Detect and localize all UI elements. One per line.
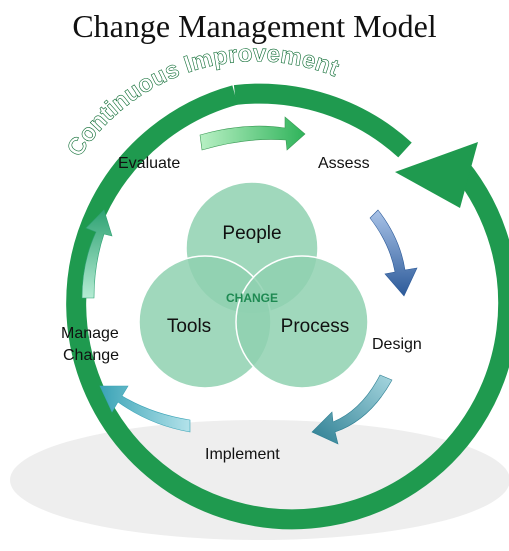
venn-people-label: People — [222, 223, 281, 244]
cycle-arrows — [81, 116, 418, 445]
venn-process-label: Process — [281, 316, 350, 337]
ring-arrowhead-icon — [395, 142, 478, 208]
arrow-design-to-implement-icon — [311, 374, 393, 445]
step-assess-label: Assess — [318, 155, 370, 172]
step-design-label: Design — [372, 336, 422, 353]
step-implement-label: Implement — [205, 446, 280, 463]
arrow-implement-to-manage-icon — [99, 385, 191, 433]
diagram-title: Change Management Model — [72, 8, 437, 44]
step-evaluate-label: Evaluate — [118, 155, 180, 172]
venn-circle-process — [235, 255, 369, 389]
ring-arc — [66, 85, 509, 530]
step-manage-change-label-line2: Change — [63, 347, 119, 364]
venn-tools-label: Tools — [167, 316, 211, 337]
venn-center-label: CHANGE — [226, 291, 278, 305]
ring-arc-top — [233, 83, 412, 158]
venn-diagram: People Tools Process CHANGE — [138, 181, 369, 389]
arrow-manage-to-evaluate-icon — [81, 209, 113, 299]
step-manage-change-label-line1: Manage — [61, 325, 119, 342]
arrow-assess-to-design-icon — [369, 209, 418, 297]
arrow-evaluate-to-assess-icon — [199, 116, 306, 151]
